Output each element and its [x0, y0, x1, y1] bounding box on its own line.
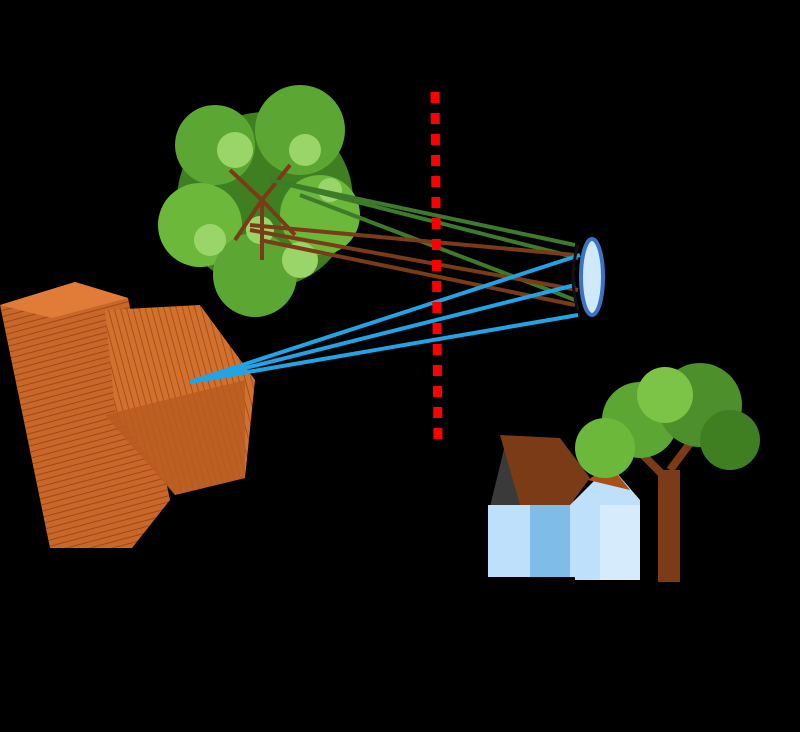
camera-lens — [571, 237, 605, 317]
side-tree — [575, 363, 760, 582]
tree-top-view — [158, 85, 360, 317]
box-container — [0, 282, 255, 548]
image-plane — [430, 91, 443, 446]
